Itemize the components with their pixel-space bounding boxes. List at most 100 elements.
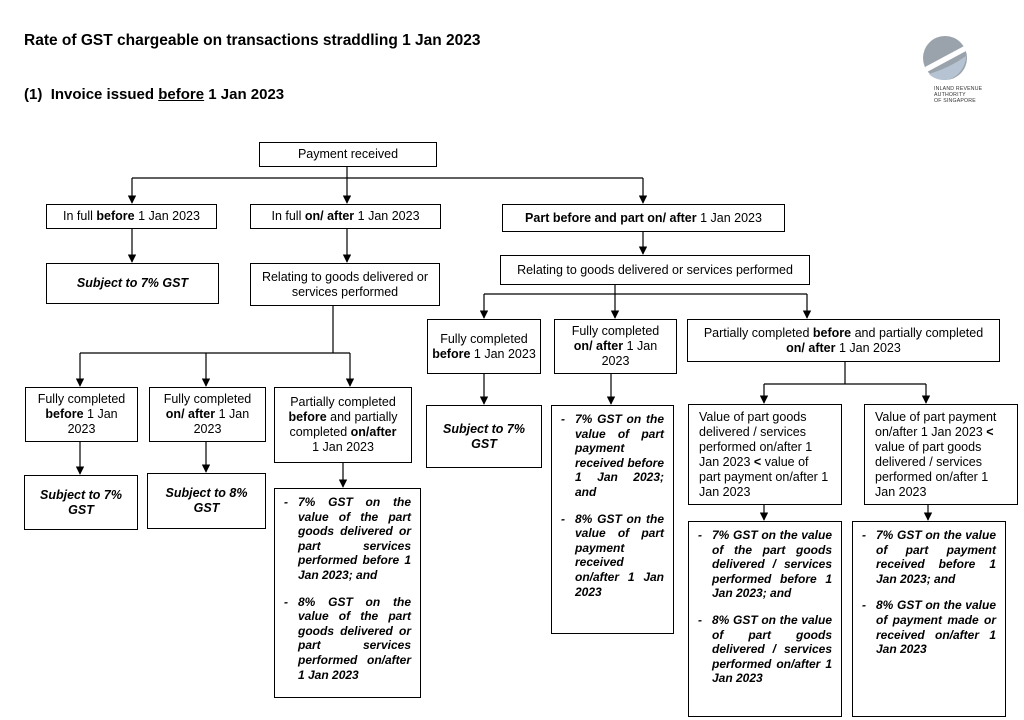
logo-line-2: AUTHORITY: [934, 92, 966, 98]
label-part: Value of part goods delivered / services…: [699, 409, 813, 469]
label-bold: before: [45, 407, 84, 421]
node-label: Relating to goods delivered or services …: [261, 269, 429, 299]
list-item-text: 7% GST on the value of part payment rece…: [876, 528, 996, 586]
node-label: Relating to goods delivered or services …: [517, 262, 793, 277]
node-label: Subject to 7% GST: [76, 276, 189, 290]
label-bold: <: [986, 424, 994, 439]
node-right-partial: Partially completed before and partially…: [687, 319, 1000, 362]
node-payment-case-rates: -7% GST on the value of part payment rec…: [852, 521, 1006, 717]
node-right-fully-after-rates: -7% GST on the value of part payment rec…: [551, 405, 674, 634]
node-label: Subject to 8% GST: [165, 486, 248, 515]
node-subject-7-gst: Subject to 7% GST: [46, 263, 219, 304]
label-part: Fully completed: [440, 331, 528, 346]
node-label: Value of part goods delivered / services…: [699, 410, 831, 500]
label-part: Value of part payment on/after 1 Jan 202…: [875, 409, 997, 439]
list-item-text: 7% GST on the value of the part goods de…: [298, 495, 411, 582]
list-item-text: 8% GST on the value of the part goods de…: [298, 594, 411, 682]
node-relating-left: Relating to goods delivered or services …: [250, 263, 440, 306]
list-item-text: 7% GST on the value of the part goods de…: [712, 528, 832, 601]
label-bold: Part before and part on/ after: [525, 210, 697, 225]
iras-logo-icon: [923, 36, 967, 80]
label-part: 1 Jan 2023: [700, 210, 762, 225]
node-label: Part before and part on/ after 1 Jan 202…: [525, 211, 762, 226]
label-bold: on/ after: [165, 407, 216, 421]
label-part: 1 Jan 2023: [601, 339, 658, 368]
label-part: 1 Jan 2023: [138, 209, 200, 223]
node-payment-received: Payment received: [259, 142, 437, 167]
node-label: Payment received: [297, 147, 399, 161]
node-label: In full on/ after 1 Jan 2023: [271, 209, 419, 224]
list-item: -7% GST on the value of part payment rec…: [561, 412, 664, 499]
label-bold: before: [288, 410, 327, 424]
section-text-pre: Invoice issued: [50, 86, 155, 103]
label-part: 1 Jan 2023: [838, 340, 901, 355]
node-goods-case-rates: -7% GST on the value of the part goods d…: [688, 521, 842, 717]
list-item-text: 8% GST on the value of payment made or r…: [876, 598, 996, 657]
page-title: Rate of GST chargeable on transactions s…: [24, 32, 481, 49]
node-left-partial-rates: -7% GST on the value of the part goods d…: [274, 488, 421, 698]
label-bold: on/ after: [573, 339, 624, 353]
list-item: -7% GST on the value of the part goods d…: [284, 495, 411, 582]
list-item-text: 8% GST on the value of part payment rece…: [575, 511, 664, 599]
list-item: -8% GST on the value of part payment rec…: [561, 511, 664, 599]
node-left-subject-7-gst: Subject to 7% GST: [24, 475, 138, 530]
label-part: Fully completed: [37, 392, 126, 406]
label-part: 1 Jan 2023: [312, 440, 374, 454]
label-bold: on/after: [350, 425, 397, 439]
node-value-goods-less-than-payment: Value of part goods delivered / services…: [688, 404, 842, 505]
list-item: -8% GST on the value of payment made or …: [862, 598, 996, 657]
label-part: Partially completed: [703, 325, 810, 340]
label-part: Partially completed: [290, 395, 396, 409]
label-part: value of part goods delivered / services…: [875, 439, 989, 499]
node-in-full-after: In full on/ after 1 Jan 2023: [250, 204, 441, 229]
list-item: -8% GST on the value of the part goods d…: [284, 594, 411, 682]
section-text-underlined: before: [158, 86, 205, 103]
node-value-payment-less-than-goods: Value of part payment on/after 1 Jan 202…: [864, 404, 1018, 505]
label-part: 1 Jan 2023: [193, 407, 250, 436]
label-part: and partially completed: [854, 325, 984, 340]
label-bold: before: [812, 325, 852, 340]
label-bold: on/ after: [304, 209, 355, 223]
list-item: -7% GST on the value of part payment rec…: [862, 528, 996, 586]
section-text-post: 1 Jan 2023: [208, 86, 285, 103]
label-part: Fully completed: [163, 392, 252, 406]
list-item-text: 8% GST on the value of part goods delive…: [712, 612, 832, 686]
list-item: -7% GST on the value of the part goods d…: [698, 528, 832, 601]
node-label: Partially completed before and partially…: [704, 326, 983, 356]
section-number: (1): [24, 86, 43, 103]
label-part: and partially completed: [289, 410, 398, 439]
node-left-subject-8-gst: Subject to 8% GST: [147, 473, 266, 529]
label-part: 1 Jan 2023: [357, 209, 420, 223]
node-part-before-part-after: Part before and part on/ after 1 Jan 202…: [502, 204, 785, 232]
node-label: In full before 1 Jan 2023: [63, 209, 200, 224]
logo-line-1: INLAND REVENUE: [934, 86, 983, 92]
node-relating-right: Relating to goods delivered or services …: [500, 255, 810, 285]
label-part: value of part payment on/after 1 Jan 202…: [699, 454, 829, 499]
label-part: 1 Jan 2023: [67, 407, 118, 436]
node-label: Subject to 7% GST: [40, 487, 122, 517]
node-label: Subject to 7% GST: [443, 421, 525, 451]
node-right-subject-7-gst: Subject to 7% GST: [426, 405, 542, 468]
list-item-text: 7% GST on the value of part payment rece…: [575, 412, 664, 499]
section-heading: (1) Invoice issued before 1 Jan 2023: [24, 86, 284, 103]
logo-caption: INLAND REVENUE AUTHORITY OF SINGAPORE: [934, 86, 982, 104]
label-bold: <: [753, 454, 762, 469]
label-part: In full: [271, 209, 302, 223]
label-bold: on/ after: [786, 340, 836, 355]
list-item: -8% GST on the value of part goods deliv…: [698, 612, 832, 686]
label-part: Fully completed: [571, 324, 660, 338]
node-in-full-before: In full before 1 Jan 2023: [46, 204, 217, 229]
logo-line-3: OF SINGAPORE: [934, 98, 976, 104]
label-bold: before: [96, 209, 135, 223]
